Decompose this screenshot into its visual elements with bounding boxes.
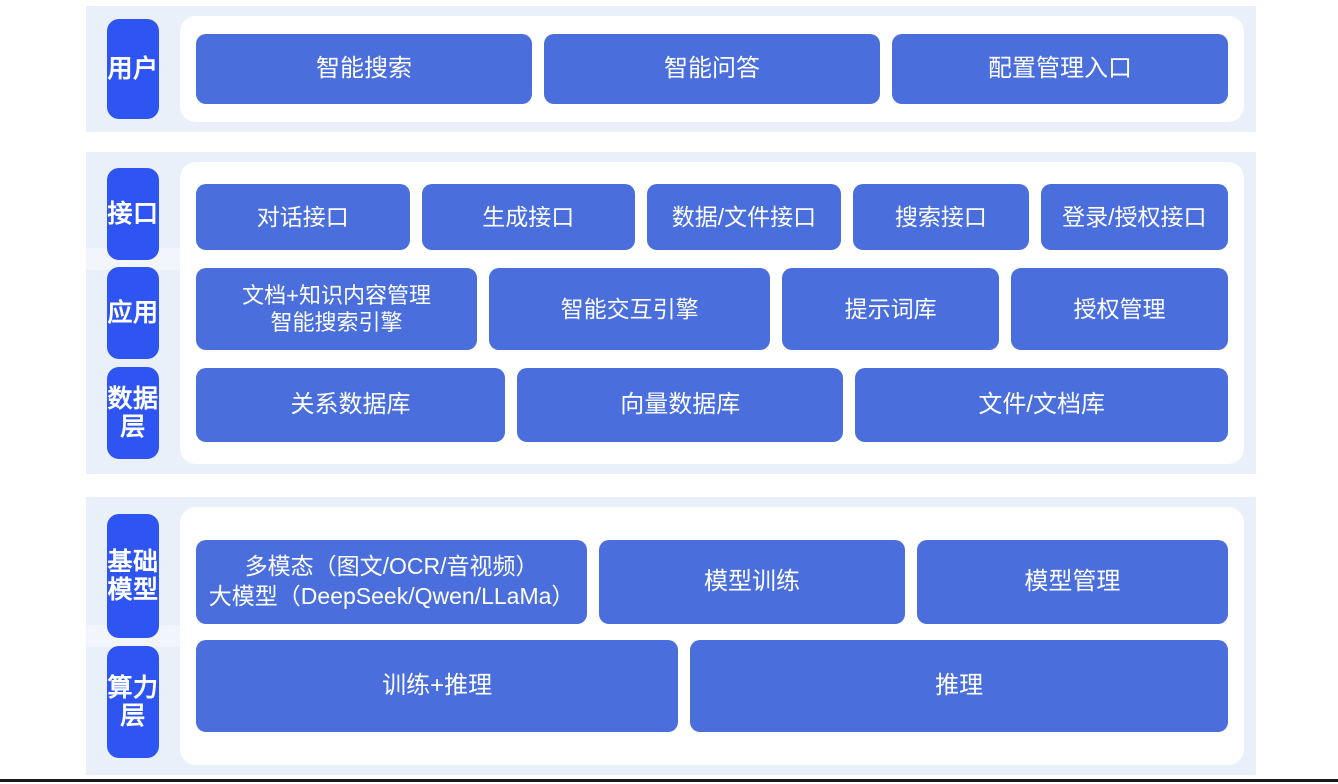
- box-generation-interface[interactable]: 生成接口: [421, 184, 636, 250]
- box-search-interface[interactable]: 搜索接口: [852, 184, 1029, 250]
- box-relational-database[interactable]: 关系数据库: [196, 368, 506, 442]
- box-smart-interaction-engine[interactable]: 智能交互引擎: [489, 268, 771, 350]
- layer-label-application: 应用: [107, 267, 159, 359]
- box-smart-search[interactable]: 智能搜索: [196, 34, 532, 104]
- box-vector-database[interactable]: 向量数据库: [517, 368, 844, 442]
- box-authorization-management[interactable]: 授权管理: [1011, 268, 1228, 350]
- box-dialog-interface[interactable]: 对话接口: [196, 184, 410, 250]
- box-training-inference[interactable]: 训练+推理: [196, 640, 679, 732]
- box-login-auth-interface[interactable]: 登录/授权接口: [1040, 184, 1228, 250]
- bottom-divider: [0, 779, 1338, 782]
- section-user: 用户 智能搜索 智能问答 配置管理入口: [86, 6, 1256, 132]
- layer-label-interface: 接口: [107, 167, 159, 260]
- row-interface: 对话接口 生成接口 数据/文件接口 搜索接口 登录/授权接口: [196, 184, 1228, 250]
- box-smart-qa[interactable]: 智能问答: [544, 34, 880, 104]
- panel-user: 智能搜索 智能问答 配置管理入口: [180, 16, 1244, 122]
- label-column-user: 用户: [86, 6, 180, 132]
- row-model: 多模态（图文/OCR/音视频） 大模型（DeepSeek/Qwen/LLaMa）…: [196, 540, 1228, 624]
- layer-label-user: 用户: [107, 19, 159, 119]
- box-prompt-library[interactable]: 提示词库: [782, 268, 1000, 350]
- panel-foundation: 多模态（图文/OCR/音视频） 大模型（DeepSeek/Qwen/LLaMa）…: [180, 507, 1244, 765]
- box-document-knowledge-management[interactable]: 文档+知识内容管理 智能搜索引擎: [196, 268, 478, 350]
- label-column-foundation: 基础模型 算力层: [86, 497, 180, 775]
- row-user: 智能搜索 智能问答 配置管理入口: [196, 34, 1228, 104]
- box-model-management[interactable]: 模型管理: [916, 540, 1228, 624]
- row-compute: 训练+推理 推理: [196, 640, 1228, 732]
- section-foundation: 基础模型 算力层 多模态（图文/OCR/音视频） 大模型（DeepSeek/Qw…: [86, 497, 1256, 775]
- layer-label-foundation-model: 基础模型: [107, 513, 159, 638]
- row-application: 文档+知识内容管理 智能搜索引擎 智能交互引擎 提示词库 授权管理: [196, 268, 1228, 350]
- section-application: 接口 应用 数据层 对话接口 生成接口 数据/文件接口 搜索接口 登录/授权接口…: [86, 152, 1256, 474]
- label-column-application: 接口 应用 数据层: [86, 152, 180, 474]
- box-inference[interactable]: 推理: [690, 640, 1228, 732]
- box-model-training[interactable]: 模型训练: [599, 540, 905, 624]
- layer-label-compute: 算力层: [107, 646, 159, 759]
- box-file-document-store[interactable]: 文件/文档库: [855, 368, 1228, 442]
- box-config-management-entry[interactable]: 配置管理入口: [892, 34, 1228, 104]
- box-multimodal-large-model[interactable]: 多模态（图文/OCR/音视频） 大模型（DeepSeek/Qwen/LLaMa）: [196, 540, 588, 624]
- panel-application: 对话接口 生成接口 数据/文件接口 搜索接口 登录/授权接口 文档+知识内容管理…: [180, 162, 1244, 464]
- row-data: 关系数据库 向量数据库 文件/文档库: [196, 368, 1228, 442]
- box-data-file-interface[interactable]: 数据/文件接口: [647, 184, 841, 250]
- layer-label-data: 数据层: [107, 366, 159, 459]
